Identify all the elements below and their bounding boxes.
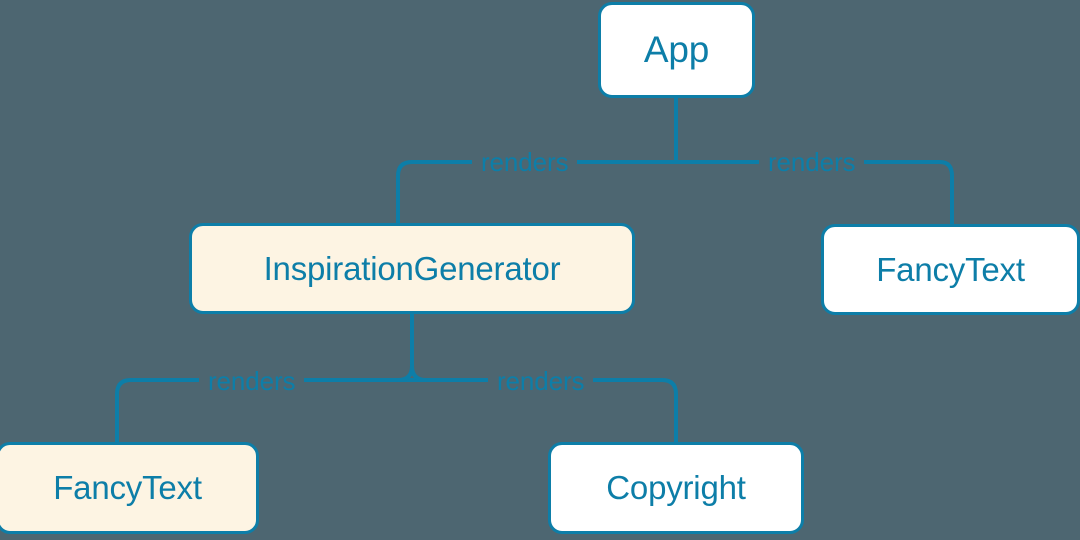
edge-inspiration-to-fancytext-bottom [115, 378, 133, 444]
edge-app-to-fancytext-right [938, 160, 954, 226]
edge-label-app-to-fancytext-right: renders [759, 147, 865, 178]
edge-inspiration-to-copyright [660, 378, 678, 444]
node-fancytext-bottom[interactable]: FancyText [0, 442, 259, 534]
edge-inspiration-junction-left [396, 364, 414, 382]
edge-inspiration-junction-right [410, 364, 428, 382]
node-copyright[interactable]: Copyright [548, 442, 804, 534]
node-app[interactable]: App [598, 2, 755, 98]
edge-app-to-inspiration [396, 160, 414, 225]
edge-label-inspiration-to-copyright: renders [488, 366, 594, 397]
node-fancytext-right[interactable]: FancyText [821, 224, 1080, 315]
node-inspiration-generator[interactable]: InspirationGenerator [189, 223, 635, 314]
edge-label-inspiration-to-fancytext-bottom: renders [199, 366, 305, 397]
edge-label-app-to-inspiration: renders [472, 147, 578, 178]
